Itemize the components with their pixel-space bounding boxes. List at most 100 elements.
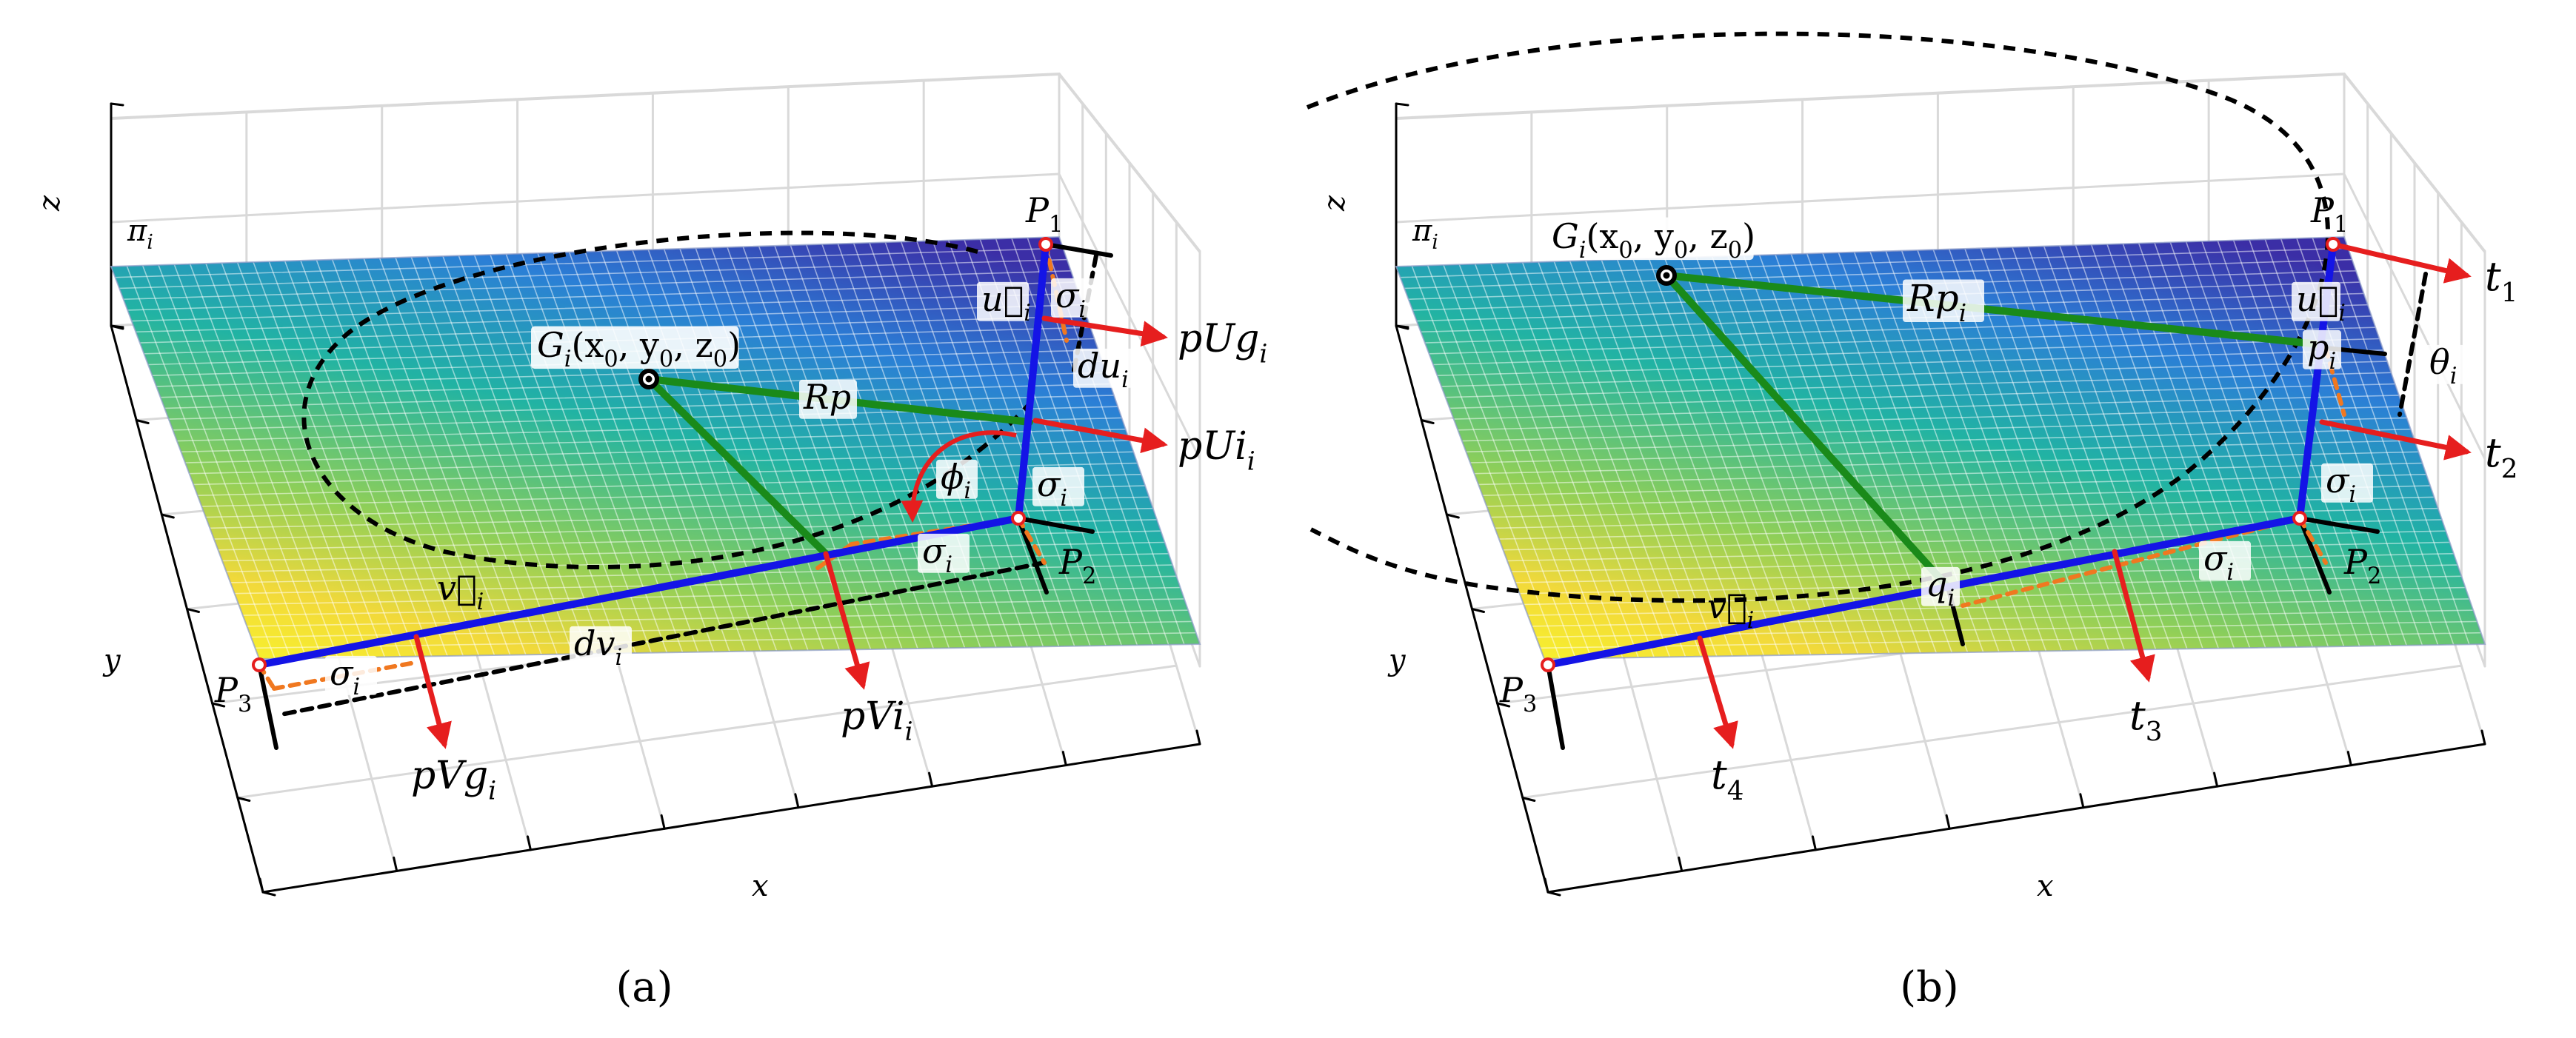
y-tick (236, 797, 251, 802)
t3-label-main: t (2129, 692, 2146, 739)
centroid-label: Gi(x0, y0, z0) (531, 325, 741, 372)
box-grid-line (1058, 73, 1201, 253)
theta-label-sub: i (2450, 364, 2457, 389)
sigma-p2u-label: σi (1032, 464, 1084, 512)
y-tick (1521, 797, 1536, 802)
svg-text:P1: P1 (1025, 190, 1063, 238)
p2-label: P2 (2343, 542, 2381, 589)
p2-label-main: P (2343, 542, 2368, 582)
svg-text:u⃗i: u⃗i (2296, 279, 2346, 327)
g-to-q-line (1663, 272, 1952, 591)
sigma-u-label-sub: i (1078, 297, 1086, 323)
pUi-label-main: pUi (1178, 424, 1247, 469)
x-tick (1061, 751, 1067, 767)
box-grid-line (2343, 173, 2486, 461)
pVi-label: pVii (841, 694, 913, 747)
svg-text:t4: t4 (1711, 751, 1744, 806)
svg-text:θi: θi (2429, 342, 2457, 389)
y-tick (261, 891, 276, 897)
z-axis-label: z (1318, 195, 1352, 212)
sigma-p2v-label-main: σ (2203, 538, 2228, 578)
q-label-bg (1921, 566, 1960, 606)
y-tick (1420, 419, 1435, 424)
sigma-p2u-label-sub: i (1060, 486, 1067, 512)
u-label-main: u⃗ (981, 279, 1024, 319)
u-vector (1015, 241, 1050, 522)
box-grid-line (1058, 173, 1201, 461)
sigma-p2u-label: σi (2321, 461, 2373, 508)
svg-text:t1: t1 (2485, 253, 2517, 308)
sigma-p3-label-bg (325, 655, 377, 695)
p3-label-sub: 3 (238, 692, 252, 717)
q-label-sub: i (1947, 586, 1955, 612)
z-tick (110, 324, 124, 329)
p2-label-sub: 2 (1082, 563, 1096, 589)
box-grid-line (1521, 664, 2463, 799)
pUg-label: pUgi (1178, 317, 1267, 369)
svg-text:ϕi: ϕi (941, 457, 971, 504)
sigma-p2v-label: σi (918, 531, 970, 578)
p2-label-main: P (1058, 542, 1083, 582)
box-grid-line (236, 664, 1178, 799)
t4-label-main: t (1711, 751, 1727, 798)
pUg-label-main: pUg (1178, 317, 1259, 361)
p2-label-sub: 2 (2367, 563, 2381, 589)
x-axis-label: x (752, 869, 769, 903)
g-marker-dot (645, 375, 653, 383)
rp-label: Rpi (1903, 277, 1984, 327)
pUi-label-sub: i (1247, 447, 1255, 477)
box-grid-line (110, 73, 1061, 120)
y-tick (186, 608, 200, 613)
pVg-label-main: pVg (411, 754, 488, 798)
t3-label-sub: 3 (2146, 717, 2163, 747)
x-tick (1945, 814, 1951, 830)
svg-text:Gi(x0, y0, z0): Gi(x0, y0, z0) (1552, 216, 1755, 264)
x-tick (2480, 729, 2486, 746)
y-tick (135, 419, 150, 424)
p1-marker (2326, 237, 2340, 252)
dv-label: dvi (570, 623, 632, 671)
x-axis-label: x (2037, 869, 2054, 903)
g-to-v-line (645, 375, 830, 557)
svg-text:σi: σi (1037, 464, 1067, 512)
sigma-dash-p2 (1016, 516, 1047, 565)
surface-border (110, 235, 1201, 660)
phi-arc (901, 430, 1017, 523)
guide-p2-down (2298, 516, 2332, 595)
x-tick (1678, 856, 1684, 872)
p3-label: P3 (214, 670, 252, 717)
sigma-p2u-label-main: σ (1037, 464, 1061, 504)
svg-text:σi: σi (2203, 538, 2234, 586)
du-label-bg (1073, 348, 1135, 388)
sigma-p3-label-main: σ (330, 653, 354, 693)
guide-p2-down (1016, 516, 1049, 595)
u-label-bg (977, 281, 1029, 321)
x-tick (393, 856, 398, 872)
p3-marker (1541, 657, 1555, 672)
svg-text:Gi(x0, y0, z0): Gi(x0, y0, z0) (537, 325, 741, 372)
svg-text:t2: t2 (2485, 429, 2517, 484)
rp-label-bg (1903, 279, 1984, 322)
p1-label: P1 (2310, 190, 2348, 238)
p-label-sub: i (2329, 349, 2336, 375)
svg-text:σi: σi (330, 653, 360, 700)
z-axis-label: z (33, 195, 67, 212)
y-tick (211, 702, 226, 708)
sigma-p2u-label-bg (2321, 463, 2373, 503)
guide-p3 (1546, 663, 1565, 750)
dashed-ellipse (301, 230, 1035, 570)
surface-border (1395, 235, 2486, 660)
p1-label-main: P (1025, 190, 1050, 230)
svg-text:P3: P3 (214, 670, 252, 717)
p-label-main: p (2307, 327, 2329, 367)
svg-text:P2: P2 (2343, 542, 2381, 589)
u-label: u⃗i (2292, 279, 2346, 327)
v-vector (256, 515, 1022, 669)
centroid-label: Gi(x0, y0, z0) (1546, 216, 1755, 264)
box-grid-line (1395, 73, 2346, 120)
pVi-arrow (823, 551, 870, 690)
sigma-u-label: σi (1051, 275, 1103, 323)
